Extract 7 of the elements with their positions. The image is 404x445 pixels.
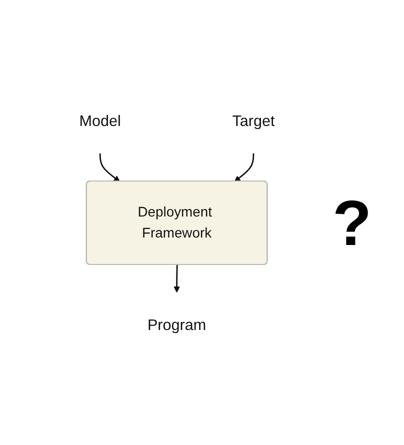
node-text: Program (148, 316, 207, 334)
arrow (174, 264, 180, 292)
arrow (234, 152, 255, 182)
node-text: Model (80, 112, 122, 130)
arrow (100, 152, 120, 182)
question-mark: ? (332, 186, 372, 258)
node-text: Target (232, 112, 276, 130)
